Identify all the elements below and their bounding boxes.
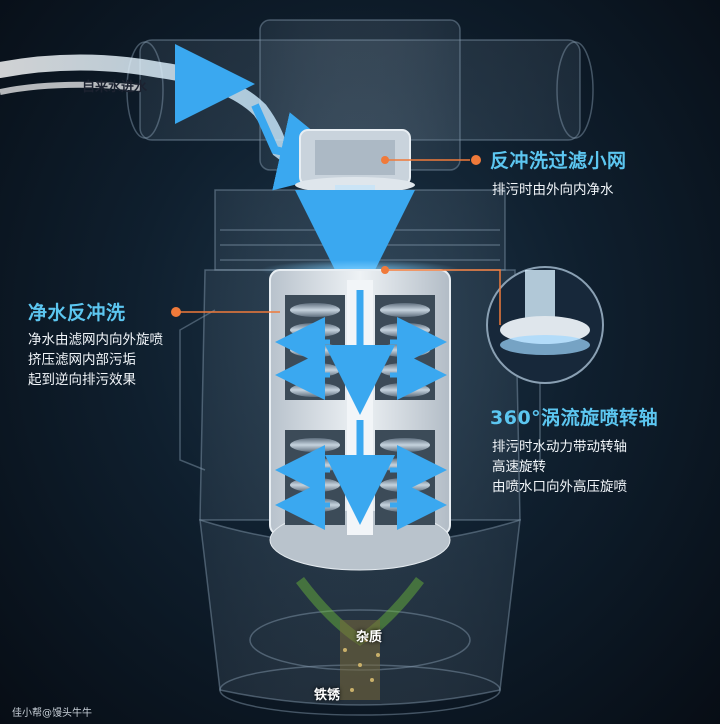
image-credit: 佳小帮@馒头牛牛 [12, 708, 92, 719]
vortex-shaft-line: 排污时水动力带动转轴 [492, 439, 627, 455]
debris-outflow [296, 576, 424, 700]
clean-backwash-desc: 净水由滤网内向外旋喷 挤压滤网内部污垢 起到逆向排污效果 [28, 330, 163, 390]
callout-dots [171, 155, 481, 317]
backwash-mesh-filter [295, 129, 415, 193]
impurities-label: 杂质 [356, 630, 383, 645]
backwash-filter-title: 反冲洗过滤小网 [490, 150, 627, 172]
vortex-shaft-title: 360°涡流旋喷转轴 [490, 407, 659, 429]
backwash-flow-arrows [275, 290, 447, 530]
callout-leaders [180, 159, 501, 325]
central-down-flow [295, 185, 415, 310]
clean-backwash-title: 净水反冲洗 [28, 302, 126, 324]
rust-label: 铁锈 [314, 688, 341, 703]
vortex-shaft-line: 由喷水口向外高压旋喷 [492, 479, 627, 495]
water-inlet-label: 自来水进水 [82, 80, 148, 95]
vortex-shaft-desc: 排污时水动力带动转轴 高速旋转 由喷水口向外高压旋喷 [492, 437, 627, 497]
clean-backwash-line: 挤压滤网内部污垢 [28, 352, 136, 368]
backwash-filter-line: 排污时由外向内净水 [492, 182, 614, 198]
clean-backwash-line: 起到逆向排污效果 [28, 372, 136, 388]
vortex-shaft-line: 高速旋转 [492, 459, 546, 475]
vortex-shaft-inset [486, 266, 604, 384]
backwash-filter-desc: 排污时由外向内净水 [492, 180, 614, 200]
clean-backwash-line: 净水由滤网内向外旋喷 [28, 332, 163, 348]
